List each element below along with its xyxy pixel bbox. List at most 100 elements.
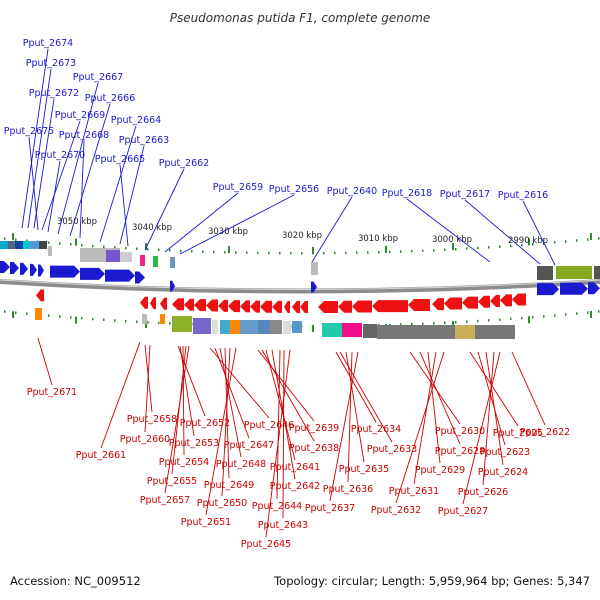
minor-tick-top (400, 250, 402, 253)
forward-feature-box (8, 241, 15, 249)
forward-feature-box (23, 241, 29, 249)
forward-feature-box (140, 255, 145, 266)
minor-tick-bottom (532, 316, 534, 319)
reverse-label-leader (179, 345, 195, 437)
tick-label: 3050 kbp (57, 217, 97, 227)
reverse-label-leader (276, 349, 281, 500)
reverse-gene-label: Pput_2638 (289, 443, 339, 454)
reverse-label-leader (265, 349, 296, 461)
minor-tick-bottom (59, 315, 61, 318)
forward-gene-arrow (135, 271, 145, 284)
minor-tick-top (510, 244, 512, 248)
forward-label-leader (119, 145, 145, 245)
reverse-gene-arrow (206, 299, 218, 312)
minor-tick-bottom (81, 317, 83, 320)
reverse-label-leader (221, 347, 231, 497)
forward-feature-box (29, 241, 39, 249)
major-tick-bottom (145, 321, 147, 328)
forward-gene-label: Pput_2662 (159, 158, 209, 169)
minor-tick-top (235, 251, 237, 254)
reverse-gene-arrow (300, 301, 308, 313)
reverse-gene-label: Pput_2654 (159, 457, 209, 468)
forward-gene-label: Pput_2640 (327, 186, 377, 197)
minor-tick-bottom (125, 319, 127, 323)
reverse-gene-label: Pput_2658 (127, 414, 177, 425)
forward-label-leader (47, 160, 61, 233)
major-tick-top (590, 233, 592, 240)
reverse-label-leader (335, 351, 377, 423)
reverse-gene-label: Pput_2623 (480, 447, 530, 458)
major-tick-top (12, 233, 14, 241)
minor-tick-top (191, 250, 193, 253)
major-tick-top (75, 238, 77, 246)
minor-tick-top (257, 251, 259, 255)
minor-tick-top (103, 245, 105, 248)
reverse-gene-arrow (318, 300, 338, 313)
reverse-feature-box (377, 325, 457, 339)
label-leader-lines (21, 48, 556, 538)
reverse-gene-label: Pput_2642 (270, 481, 320, 492)
forward-gene-label: Pput_2668 (59, 130, 109, 141)
tick-label: 3020 kbp (282, 231, 322, 241)
reverse-feature-box (270, 320, 282, 334)
reverse-gene-arrow (352, 300, 372, 313)
minor-tick-bottom (488, 319, 490, 322)
minor-tick-top (92, 244, 94, 248)
topology-text: Topology: circular; Length: 5,959,964 bp… (274, 574, 590, 588)
forward-label-leader (164, 192, 239, 253)
reverse-feature-box (230, 320, 240, 334)
accession-text: Accession: NC_009512 (10, 574, 141, 588)
reverse-gene-arrow (292, 300, 300, 313)
minor-tick-bottom (92, 317, 94, 321)
reverse-strand-layer (35, 289, 526, 339)
forward-label-leader (27, 68, 52, 229)
forward-gene-arrow (10, 261, 19, 274)
minor-tick-bottom (499, 318, 501, 321)
reverse-gene-label: Pput_2628 (435, 446, 485, 457)
forward-label-leader (69, 103, 111, 237)
minor-tick-bottom (15, 311, 17, 314)
major-tick-bottom (312, 325, 314, 332)
minor-tick-top (323, 251, 325, 255)
reverse-gene-label: Pput_2627 (438, 506, 488, 517)
reverse-gene-arrow (250, 300, 260, 313)
major-tick-top (452, 243, 454, 251)
tick-label: 3030 kbp (208, 227, 248, 237)
reverse-feature-box (363, 324, 377, 338)
minor-tick-bottom (158, 321, 160, 325)
forward-gene-arrow (20, 262, 28, 275)
reverse-gene-label: Pput_2655 (147, 476, 197, 487)
forward-gene-arrow (537, 283, 559, 296)
reverse-gene-label: Pput_2633 (367, 444, 417, 455)
major-tick-top (528, 238, 530, 246)
forward-label-leader (406, 198, 491, 263)
minor-tick-top (411, 249, 413, 253)
reverse-label-leader (37, 337, 53, 386)
reverse-gene-arrow (478, 295, 490, 308)
minor-tick-top (345, 251, 347, 255)
minor-tick-top (444, 248, 446, 251)
forward-label-leader (311, 196, 353, 263)
reverse-gene-label: Pput_2651 (181, 517, 231, 528)
reverse-feature-box (35, 308, 42, 320)
minor-tick-bottom (433, 322, 435, 325)
minor-tick-top (334, 251, 336, 255)
reverse-gene-arrow (512, 293, 526, 306)
reverse-label-leader (469, 351, 519, 427)
minor-tick-bottom (114, 319, 116, 322)
reverse-label-leader (224, 347, 230, 479)
reverse-gene-label: Pput_2637 (305, 503, 355, 514)
minor-tick-bottom (543, 315, 545, 318)
reverse-label-leader (205, 347, 237, 516)
forward-label-leader (41, 120, 81, 231)
minor-tick-top (59, 242, 61, 245)
minor-tick-top (378, 251, 380, 254)
reverse-gene-label: Pput_2639 (289, 423, 339, 434)
major-tick-top (385, 245, 387, 253)
minor-tick-bottom (411, 322, 413, 326)
minor-tick-top (598, 237, 600, 240)
forward-gene-arrow (38, 264, 44, 277)
major-tick-bottom (12, 311, 14, 319)
forward-label-leader (79, 140, 85, 239)
